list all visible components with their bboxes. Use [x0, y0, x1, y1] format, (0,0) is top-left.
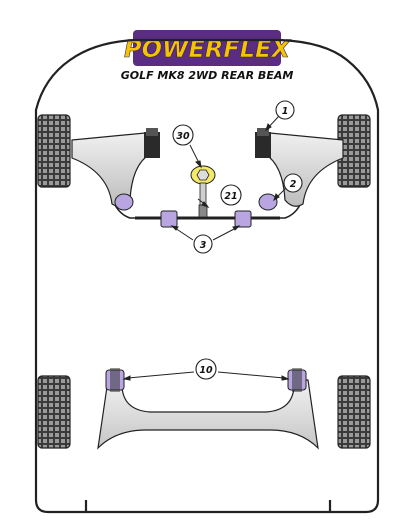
leader-lines [122, 115, 290, 381]
rear-left-tyre [37, 375, 71, 449]
callout-2: 2 [283, 173, 303, 193]
svg-text:3: 3 [200, 240, 207, 251]
svg-text:10: 10 [199, 365, 213, 376]
callout-30: 30 [172, 124, 194, 146]
left-wishbone [71, 128, 160, 211]
car-body-outline [34, 38, 380, 514]
diagram-subtitle: GOLF MK8 2WD REAR BEAM [121, 69, 294, 82]
svg-text:1: 1 [282, 106, 289, 117]
anti-roll-bar-bush-left [160, 210, 178, 228]
right-wishbone [255, 128, 344, 211]
callout-21: 21 [220, 184, 242, 206]
logo-wordmark: POWERFLEX [124, 35, 291, 63]
svg-text:21: 21 [224, 191, 237, 202]
rear-right-tyre [337, 375, 371, 449]
drop-link [190, 165, 216, 218]
front-left-tyre [37, 114, 71, 188]
powerflex-logo: POWERFLEX [124, 30, 292, 66]
svg-text:2: 2 [290, 179, 297, 190]
callout-1: 1 [275, 100, 295, 120]
callout-3: 3 [193, 234, 213, 254]
callout-10: 10 [195, 358, 217, 380]
anti-roll-bar-bush-right [234, 210, 252, 228]
rear-beam-axle [97, 368, 319, 450]
svg-text:30: 30 [176, 131, 190, 142]
